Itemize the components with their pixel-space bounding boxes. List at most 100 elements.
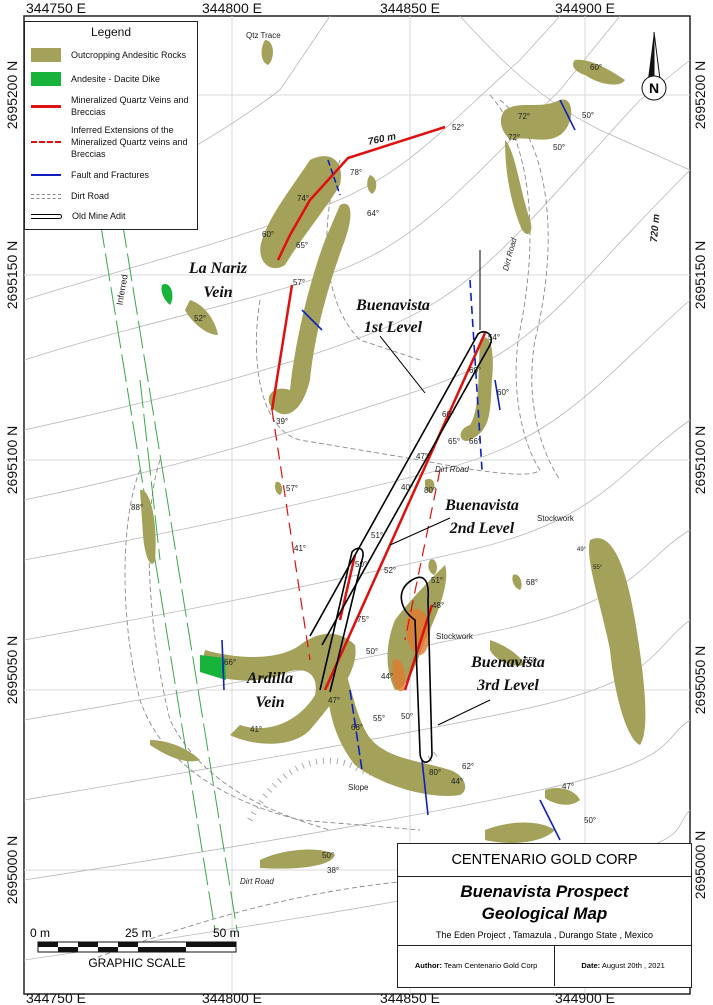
easting-label: 344850 E	[380, 990, 440, 1005]
northing-label: 2695050 N	[4, 636, 20, 705]
author-value: Team Centenario Gold Corp	[443, 961, 538, 970]
dip-label: 60°	[497, 388, 509, 397]
buenavista-1st-label-2: 1st Level	[364, 319, 423, 336]
inferred-veins	[271, 409, 441, 661]
dip-label: 78°	[350, 168, 362, 177]
dip-label: 52°	[452, 123, 464, 132]
inferred-dike-lines	[99, 219, 238, 931]
road-swatch	[31, 193, 61, 199]
buenavista-2nd-label: Buenavista	[444, 497, 519, 514]
easting-label: 344750 E	[26, 0, 86, 16]
northing-label: 2695050 N	[692, 646, 708, 715]
qtz-trace-label: Qtz Trace	[246, 31, 281, 40]
project-location: The Eden Project , Tamazula , Durango St…	[436, 930, 653, 940]
quartz-veins	[270, 125, 487, 691]
easting-label: 344850 E	[380, 0, 440, 16]
easting-label: 344900 E	[555, 0, 615, 16]
dip-label: 41°	[294, 544, 306, 553]
outcrop-swatch	[31, 48, 61, 62]
scale-tick-0: 0 m	[30, 926, 50, 940]
dip-label: 50°	[582, 111, 594, 120]
dip-label: 80°	[424, 486, 436, 495]
feature-names: La Nariz Vein Buenavista 1st Level Buena…	[188, 260, 545, 711]
dip-label: 47°	[562, 782, 574, 791]
scale-caption: GRAPHIC SCALE	[88, 956, 185, 970]
dirt-road-label: Dirt Road	[435, 465, 469, 474]
stockwork-label: Stockwork	[537, 514, 575, 523]
buenavista-3rd-label-2: 3rd Level	[476, 677, 539, 694]
legend-label: Outcropping Andesitic Rocks	[71, 50, 187, 60]
label-arrows	[379, 250, 491, 726]
map-labels: Qtz Trace 760 m 720 m Dirt Road Dirt Roa…	[114, 31, 662, 886]
dip-label: 57°	[293, 278, 305, 287]
northing-label: 2695000 N	[4, 836, 20, 905]
andesite-dike	[200, 655, 226, 680]
slope-label: Slope	[348, 783, 369, 792]
northing-label: 2695150 N	[4, 241, 20, 310]
dip-label: 38°	[327, 866, 339, 875]
dip-label: 60°	[442, 410, 454, 419]
dip-label: 50°	[355, 560, 367, 569]
dip-label: 75°	[357, 615, 369, 624]
legend-label: Andesite - Dacite Dike	[71, 74, 161, 84]
legend-label: Mineralized Quartz Veins and Breccias	[71, 95, 189, 117]
la-nariz-vein-label: La Nariz	[188, 260, 248, 277]
dip-label: 47°	[416, 452, 428, 461]
stockwork-zone	[392, 608, 431, 692]
northing-label: 2695150 N	[692, 241, 708, 310]
dip-label: 51°	[431, 576, 443, 585]
dip-label: 44°	[451, 777, 463, 786]
legend-label: Inferred Extensions of the Mineralized Q…	[71, 125, 188, 159]
dip-label: 66°	[224, 658, 236, 667]
dip-label: 88°	[131, 503, 143, 512]
northing-label: 2695100 N	[692, 426, 708, 495]
legend-item-inferred-vein: Inferred Extensions of the Mineralized Q…	[31, 124, 195, 160]
dip-label: 54°	[488, 333, 500, 342]
dip-label: 50°	[401, 712, 413, 721]
old-mine-adits	[309, 330, 493, 763]
dip-label: 72°	[508, 133, 520, 142]
dip-label: 68°	[351, 723, 363, 732]
dip-label: 47°	[328, 696, 340, 705]
la-nariz-vein-label-2: Vein	[203, 284, 232, 301]
dip-label: 60°	[262, 230, 274, 239]
scale-tick-50: 50 m	[213, 926, 240, 940]
north-label: N	[649, 80, 659, 96]
andesitic-outcrops	[140, 40, 646, 869]
company-name: CENTENARIO GOLD CORP	[398, 844, 691, 877]
ardilla-vein-label-2: Vein	[255, 694, 284, 711]
andesite-dike-2	[161, 284, 173, 305]
dip-label: 48°	[432, 601, 444, 610]
title-block: CENTENARIO GOLD CORP Buenavista Prospect…	[397, 843, 692, 988]
buenavista-1st-label: Buenavista	[355, 297, 430, 314]
map-title: Buenavista Prospect	[460, 882, 629, 901]
dip-label: 66°	[469, 437, 481, 446]
easting-label: 344800 E	[202, 0, 262, 16]
dip-label: 51°	[371, 531, 383, 540]
easting-label: 344750 E	[26, 990, 86, 1005]
graphic-scale: 0 m 25 m 50 m GRAPHIC SCALE	[30, 926, 240, 970]
date-value: August 20th , 2021	[601, 961, 665, 970]
grid	[24, 16, 690, 994]
legend-item-vein: Mineralized Quartz Veins and Breccias	[31, 94, 191, 118]
easting-label: 344800 E	[202, 990, 262, 1005]
dip-label: 52°	[194, 314, 206, 323]
dip-measurements: 52° 72° 72° 50° 50° 60° 78° 74° 64° 65° …	[131, 63, 603, 875]
buenavista-3rd-label: Buenavista	[470, 654, 545, 671]
map-title-2: Geological Map	[481, 904, 608, 923]
easting-label: 344900 E	[555, 990, 615, 1005]
ardilla-vein-label: Ardilla	[246, 670, 293, 687]
legend: Legend Outcropping Andesitic Rocks Andes…	[24, 21, 198, 230]
legend-item-dike: Andesite - Dacite Dike	[31, 72, 160, 86]
north-arrow: N	[641, 31, 667, 101]
dip-label: 50°	[322, 851, 334, 860]
dip-label: 65°	[296, 241, 308, 250]
northing-label: 2695200 N	[4, 61, 20, 130]
legend-item-road: Dirt Road	[31, 190, 109, 202]
scale-tick-25: 25 m	[125, 926, 152, 940]
adit-swatch	[31, 213, 62, 219]
dip-label: 60°	[590, 63, 602, 72]
dip-label: 44°	[381, 672, 393, 681]
dip-label: 74°	[297, 194, 309, 203]
